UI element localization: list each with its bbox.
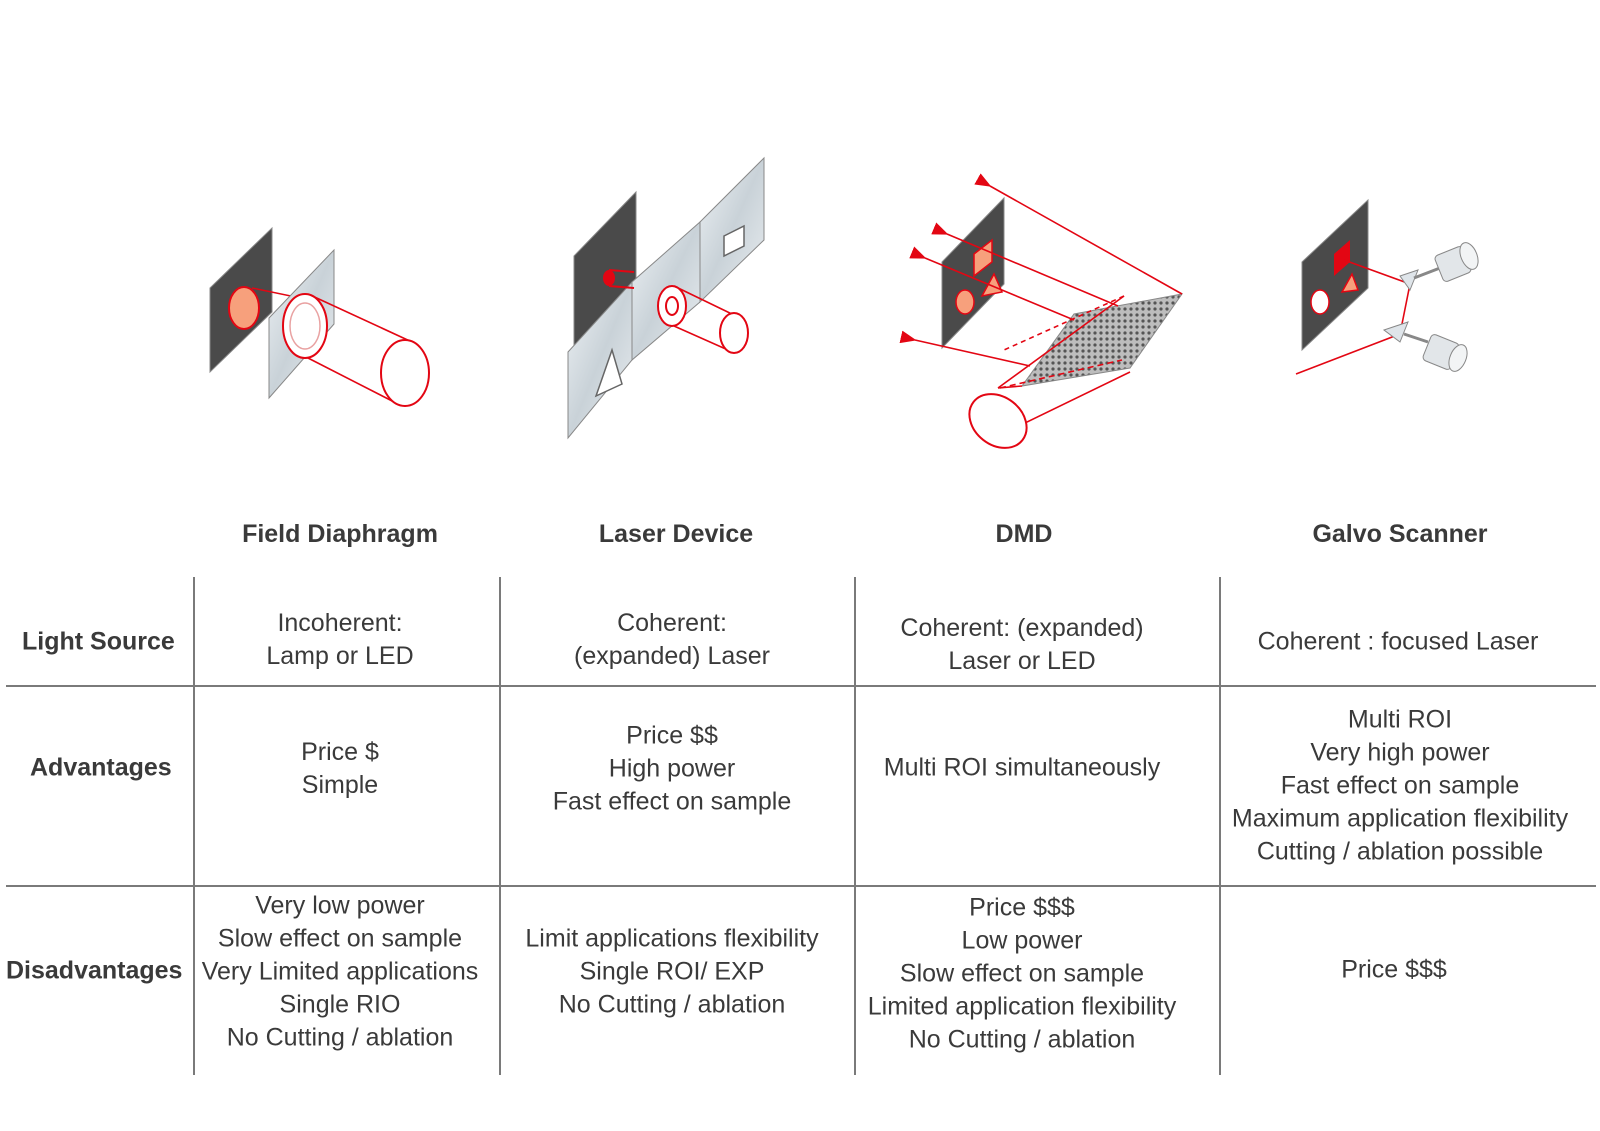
cell-disadvantages-laser-device: Limit applications flexibility Single RO…: [525, 923, 818, 1022]
row-header-advantages: Advantages: [30, 753, 172, 782]
cell-line: No Cutting / ablation: [226, 1023, 454, 1052]
cell-disadvantages-dmd: Price $$$ Low power Slow effect on sampl…: [868, 892, 1176, 1057]
cell-line: (expanded) Laser: [574, 642, 770, 670]
cell-disadvantages-field-diaphragm: Very low power Slow effect on sample Ver…: [202, 890, 479, 1055]
cell-line: Simple: [301, 771, 379, 799]
cell-line: Maximum application flexibility: [1231, 804, 1569, 833]
cell-line: Price $$$: [1341, 955, 1447, 984]
cell-line: Coherent : focused Laser: [1257, 627, 1539, 656]
cell-line: Limited application flexibility: [867, 992, 1177, 1021]
cell-line: Limit applications flexibility: [525, 924, 819, 953]
cell-advantages-field-diaphragm: Price $ Simple: [301, 736, 379, 802]
grid-hline: [6, 885, 1596, 887]
grid-vline: [1219, 577, 1221, 1075]
cell-line: Lamp or LED: [266, 642, 414, 670]
row-header-disadvantages: Disadvantages: [6, 956, 183, 985]
field-diaphragm-illustration: [209, 226, 430, 407]
grid-vline: [193, 577, 195, 1075]
column-header-field-diaphragm: Field Diaphragm: [242, 520, 438, 548]
cell-light-source-field-diaphragm: Incoherent: Lamp or LED: [266, 607, 413, 673]
cell-line: High power: [608, 754, 736, 783]
cell-light-source-dmd: Coherent: (expanded) Laser or LED: [900, 612, 1143, 678]
grid-vline: [499, 577, 501, 1075]
cell-line: Multi ROI simultaneously: [883, 753, 1161, 782]
grid-vline: [854, 577, 856, 1075]
cell-line: Fast effect on sample: [552, 787, 792, 816]
cell-line: Slow effect on sample: [217, 924, 463, 953]
cell-advantages-galvo-scanner: Multi ROI Very high power Fast effect on…: [1232, 704, 1568, 869]
cell-disadvantages-galvo-scanner: Price $$$: [1341, 954, 1447, 987]
cell-line: Coherent: (expanded): [900, 614, 1144, 642]
cell-line: No Cutting / ablation: [908, 1025, 1136, 1054]
cell-line: Multi ROI: [1347, 705, 1453, 734]
cell-line: Price $$$: [969, 893, 1075, 922]
cell-line: Laser or LED: [948, 647, 1096, 675]
column-header-laser-device: Laser Device: [598, 520, 754, 548]
cell-line: Single ROI/ EXP: [579, 957, 765, 986]
dmd-illustration: [899, 173, 1184, 449]
column-header-dmd: DMD: [995, 520, 1053, 548]
cell-light-source-galvo-scanner: Coherent : focused Laser: [1258, 626, 1539, 659]
cell-line: Price $$: [626, 721, 718, 750]
cell-line: Incoherent:: [277, 609, 403, 637]
cell-line: Very Limited applications: [201, 957, 479, 986]
cell-line: Very high power: [1310, 738, 1490, 767]
cell-line: Fast effect on sample: [1280, 771, 1520, 800]
row-header-light-source: Light Source: [22, 627, 175, 656]
cell-line: Price $: [301, 738, 379, 766]
cell-line: Low power: [961, 926, 1083, 955]
cell-light-source-laser-device: Coherent: (expanded) Laser: [574, 607, 770, 673]
galvo-scanner-illustration: [1295, 198, 1479, 375]
column-header-galvo-scanner: Galvo Scanner: [1312, 520, 1488, 548]
cell-line: Cutting / ablation possible: [1256, 837, 1544, 866]
illustrations: [209, 156, 1479, 449]
grid-hline: [6, 685, 1596, 687]
cell-line: Coherent:: [617, 609, 727, 637]
cell-line: Very low power: [255, 891, 425, 920]
cell-line: Slow effect on sample: [899, 959, 1145, 988]
cell-line: Single RIO: [279, 990, 401, 1019]
cell-advantages-laser-device: Price $$ High power Fast effect on sampl…: [553, 720, 792, 819]
cell-advantages-dmd: Multi ROI simultaneously: [884, 752, 1160, 785]
laser-device-illustration: [567, 156, 765, 440]
cell-line: No Cutting / ablation: [558, 990, 786, 1019]
